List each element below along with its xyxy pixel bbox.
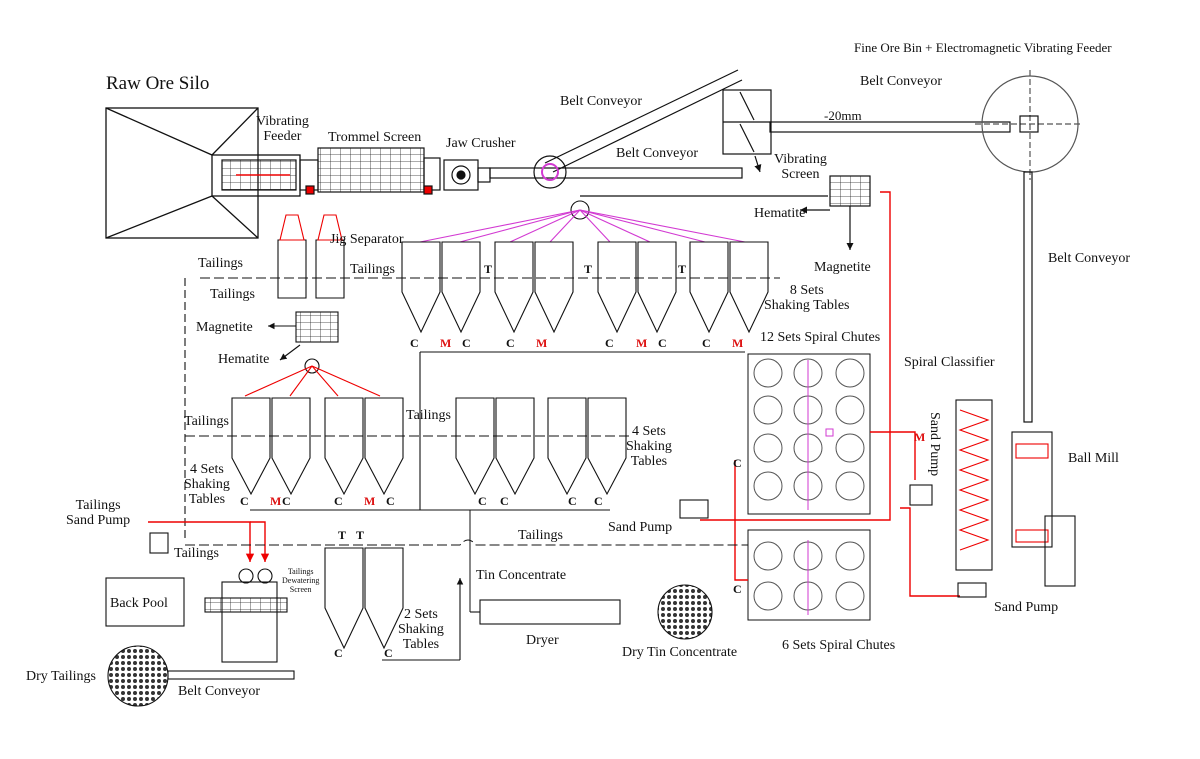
label-fine-ore-bin: Fine Ore Bin + Electromagnetic Vibrating… (854, 40, 1112, 55)
label-tailings-bottom: Tailings (174, 546, 219, 561)
label-four-sets-left: 4 Sets Shaking Tables (184, 462, 230, 507)
code-t: T (584, 262, 593, 276)
label-tailings-mid: Tailings (406, 408, 451, 423)
label-belt-conveyor-bottom: Belt Conveyor (178, 684, 261, 699)
label-spiral-classifier: Spiral Classifier (904, 355, 995, 370)
code-t: T (356, 528, 365, 542)
label-two-sets-tables: 2 Sets Shaking Tables (398, 607, 444, 652)
label-dry-tailings: Dry Tailings (26, 669, 96, 684)
code-t: T (338, 528, 347, 542)
label-belt-conveyor-top: Belt Conveyor (560, 94, 643, 109)
code-c: C (386, 494, 395, 508)
label-tailings-1: Tailings (198, 256, 243, 271)
label-hematite-top: Hematite (754, 206, 806, 221)
code-c: C (334, 494, 343, 508)
vertical-belt-conveyor (1023, 171, 1033, 423)
label-six-spiral: 6 Sets Spiral Chutes (782, 638, 896, 653)
code-c: C (733, 582, 742, 596)
label-tailings-left: Tailings (184, 414, 229, 429)
label-sand-pump-right: Sand Pump (994, 600, 1059, 615)
dryer (470, 584, 713, 640)
code-c: C (733, 456, 742, 470)
code-c: C (594, 494, 603, 508)
feed-belt-conveyor (489, 69, 743, 189)
label-jig-separator: Jig Separator (330, 232, 404, 247)
code-c: C (478, 494, 487, 508)
shaking-tables-8 (200, 200, 780, 353)
code-m: M (914, 430, 926, 444)
label-back-pool: Back Pool (110, 596, 168, 611)
code-c: C (658, 336, 667, 350)
spiral-chutes-6 (747, 529, 871, 621)
code-c: C (334, 646, 343, 660)
code-c: C (702, 336, 711, 350)
code-c: C (506, 336, 515, 350)
code-t: T (678, 262, 687, 276)
fine-ore-bin (975, 70, 1080, 180)
right-belt-conveyor (754, 121, 1011, 173)
back-pool (105, 568, 288, 663)
vibrating-feeder (221, 159, 297, 191)
label-trommel-screen: Trommel Screen (328, 130, 422, 145)
label-twelve-spiral: 12 Sets Spiral Chutes (760, 330, 881, 345)
label-belt-conveyor-mid: Belt Conveyor (616, 146, 699, 161)
code-c: C (462, 336, 471, 350)
code-c: C (384, 646, 393, 660)
label-magnetite-top: Magnetite (814, 260, 871, 275)
label-sand-pump-vertical: Sand Pump (927, 412, 942, 477)
label-dewatering-screen: Tailings Dewatering Screen (282, 567, 320, 594)
label-jaw-crusher: Jaw Crusher (446, 136, 516, 151)
ball-mill (1011, 431, 1076, 587)
label-tailings-3: Tailings (350, 262, 395, 277)
label-ball-mill: Ball Mill (1068, 451, 1119, 466)
label-sand-pump-mid: Sand Pump (608, 520, 673, 535)
jig-separator (268, 214, 345, 374)
code-m: M (536, 336, 548, 350)
code-m: M (364, 494, 376, 508)
label-tin-concentrate: Tin Concentrate (476, 568, 567, 583)
code-m: M (636, 336, 648, 350)
label-tailings-sand-pump: Tailings Sand Pump (66, 498, 131, 528)
tailings-long-line (185, 510, 748, 612)
code-m: M (440, 336, 452, 350)
label-belt-conveyor-vertical: Belt Conveyor (1048, 251, 1131, 266)
label-vibrating-screen: Vibrating Screen (774, 152, 827, 182)
label-magnetite-left: Magnetite (196, 320, 253, 335)
code-c: C (605, 336, 614, 350)
shaking-tables-middle (184, 278, 630, 540)
label-tailings-2: Tailings (210, 287, 255, 302)
code-m: M (732, 336, 744, 350)
code-c: C (282, 494, 291, 508)
label-four-sets-right: 4 Sets Shaking Tables (626, 424, 672, 469)
magnetic-separator-top (580, 175, 871, 250)
label-dry-tin-concentrate: Dry Tin Concentrate (622, 645, 738, 660)
spiral-chutes-12 (747, 353, 871, 515)
code-c: C (500, 494, 509, 508)
raw-ore-silo (105, 107, 301, 239)
code-c: C (568, 494, 577, 508)
sand-pumps (149, 484, 987, 598)
pulp-lines (148, 191, 960, 597)
code-c: C (240, 494, 249, 508)
label-eight-sets-tables: 8 Sets Shaking Tables (764, 283, 850, 313)
code-c: C (410, 336, 419, 350)
dry-tailings (107, 645, 295, 707)
label-minus-20mm: -20mm (824, 108, 862, 123)
spiral-classifier (955, 399, 993, 571)
code-m: M (270, 494, 282, 508)
label-dryer: Dryer (526, 633, 559, 648)
label-raw-ore-silo: Raw Ore Silo (106, 73, 210, 94)
label-vibrating-feeder: Vibrating Feeder (256, 114, 309, 144)
jaw-crusher (443, 159, 491, 191)
label-tailings-long: Tailings (518, 528, 563, 543)
trommel-screen (299, 147, 441, 195)
shaking-tables-2 (324, 547, 464, 661)
vibrating-screen (722, 89, 772, 155)
label-belt-conveyor-right: Belt Conveyor (860, 74, 943, 89)
label-hematite-left: Hematite (218, 352, 270, 367)
code-t: T (484, 262, 493, 276)
